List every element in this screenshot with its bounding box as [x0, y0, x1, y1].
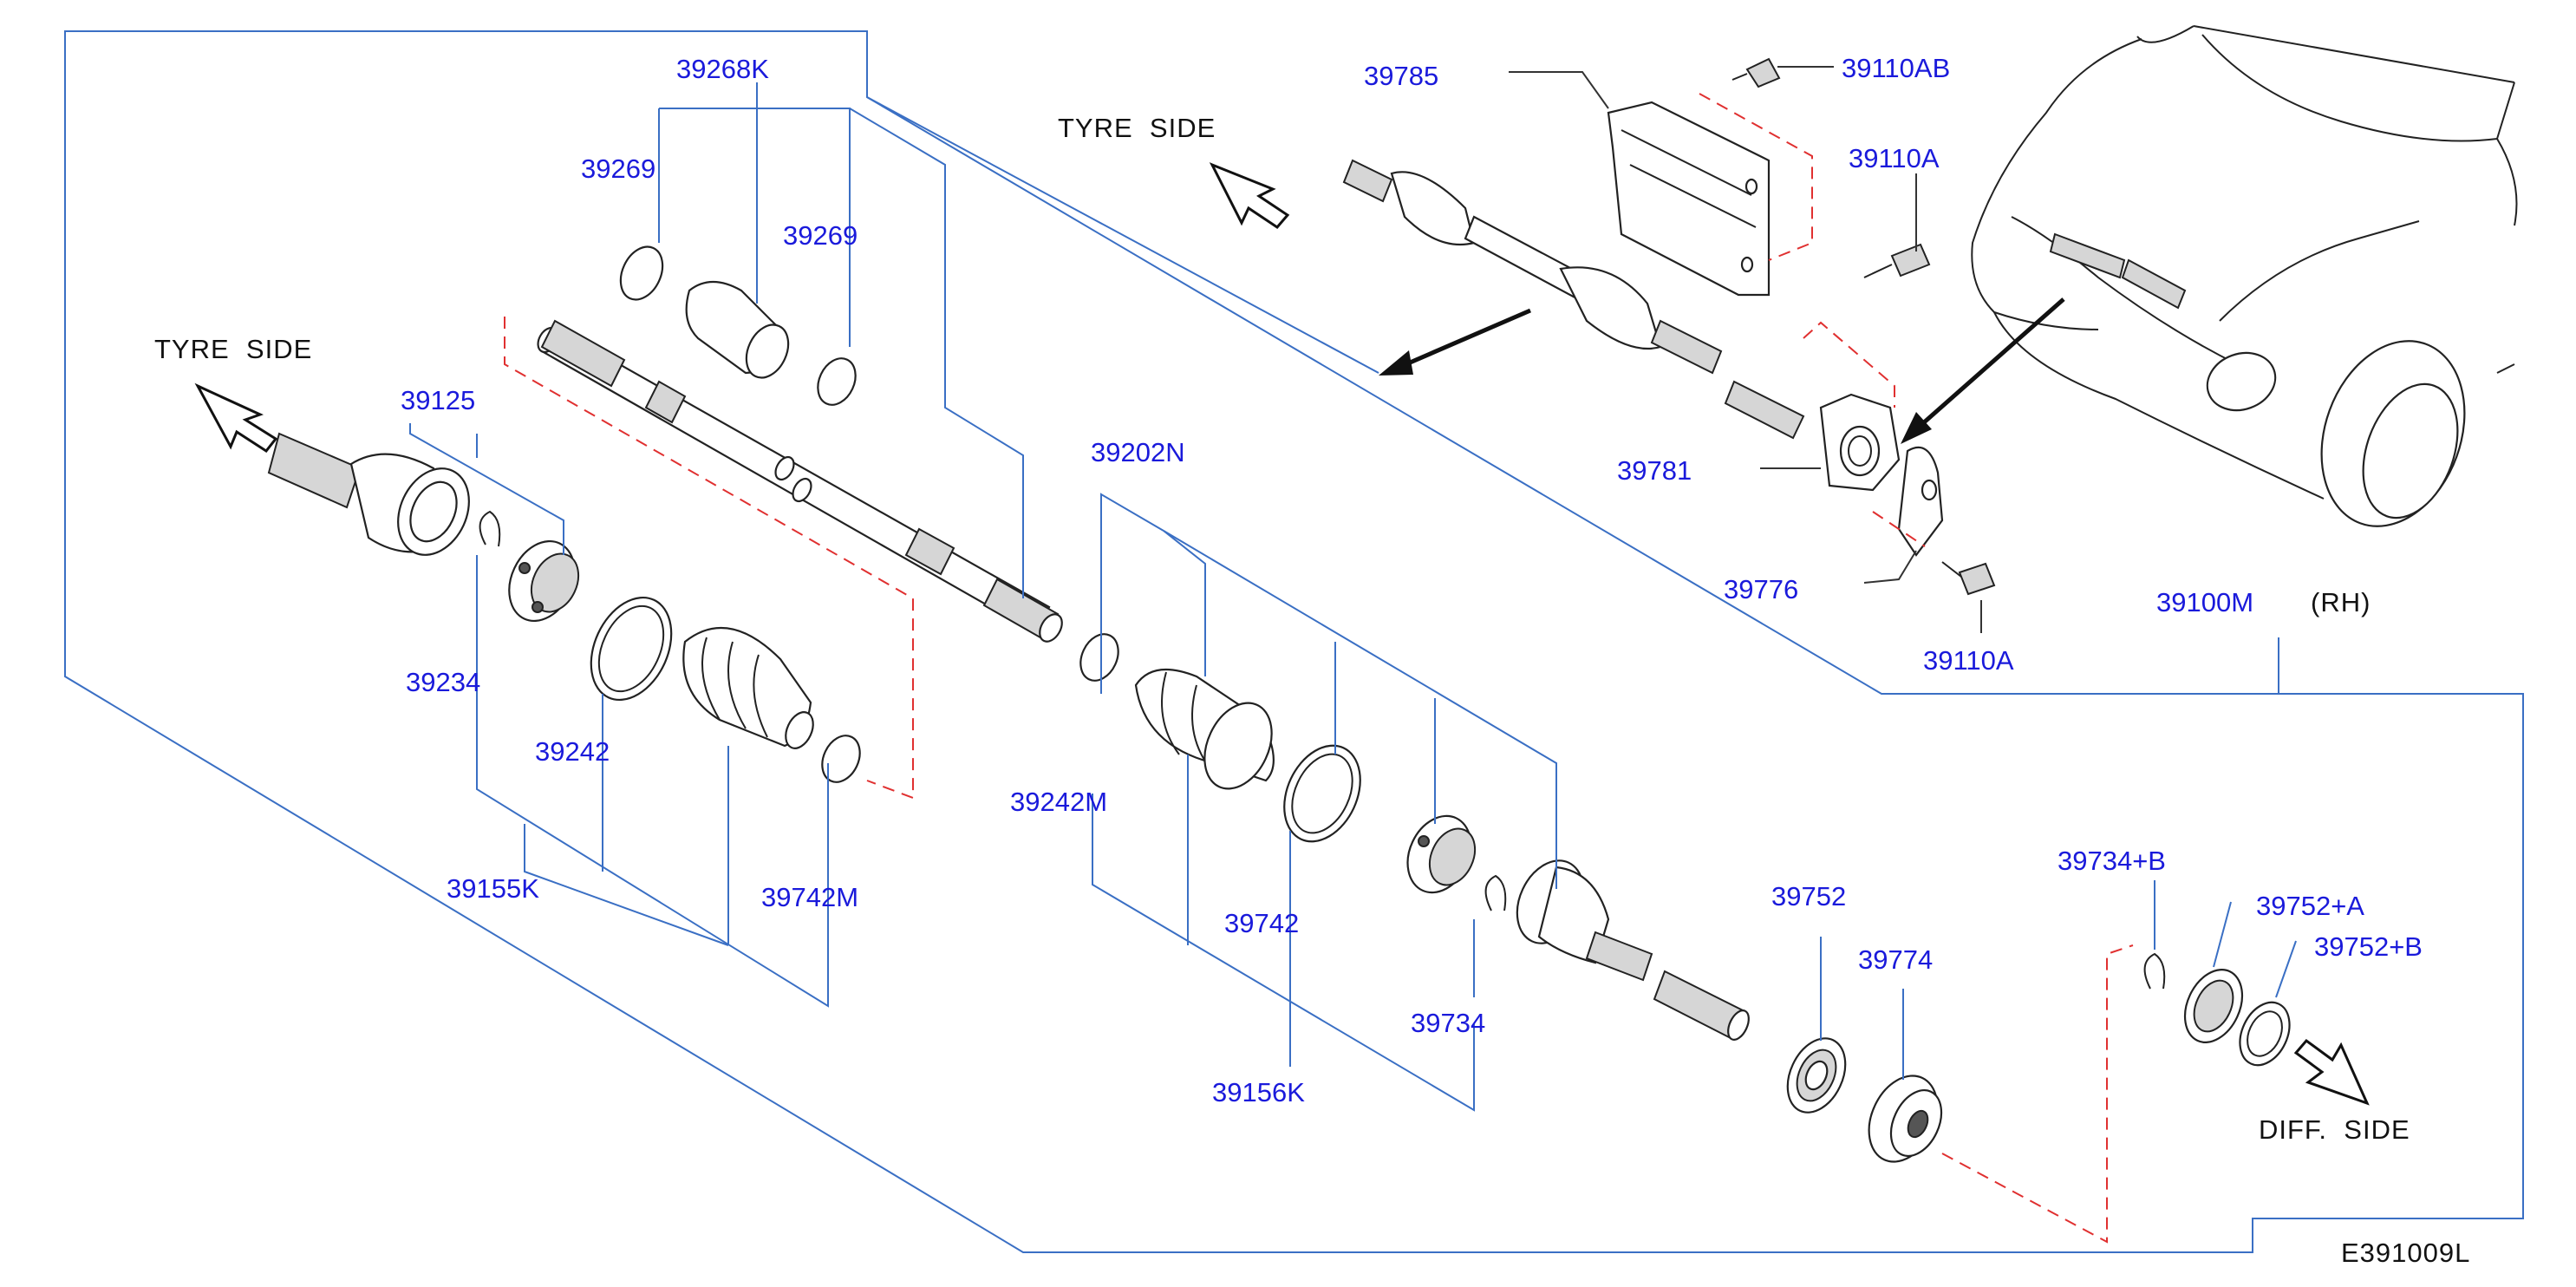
label-39110A-top: 39110A [1849, 143, 1940, 173]
diff-side-arrow-icon [2293, 1038, 2370, 1106]
diff-side-label: DIFF. SIDE [2259, 1114, 2410, 1145]
inner-cage [1406, 814, 1477, 894]
bearing-bracket [1803, 321, 1901, 492]
label-39268K: 39268K [676, 54, 769, 84]
part-labels: 39268K 39269 39269 39125 39234 39242 391… [401, 53, 2423, 1107]
label-39781: 39781 [1617, 455, 1692, 486]
label-39785: 39785 [1364, 61, 1438, 91]
tyre-side-arrow-icon [194, 382, 278, 454]
bearing-leaders [1820, 937, 1904, 1080]
boot-band-large [590, 596, 673, 702]
label-39234: 39234 [406, 667, 480, 697]
upper-kit [619, 245, 857, 406]
heat-shield-bracket [1607, 93, 1813, 297]
label-39110A-bottom: 39110A [1923, 645, 2014, 676]
axle-shaft [537, 319, 1063, 643]
inner-joint-housing [1516, 859, 1653, 982]
snap-ring [479, 510, 501, 547]
assembly-side-label: (RH) [2311, 587, 2371, 617]
label-39742: 39742 [1224, 908, 1299, 938]
outer-boot [682, 626, 814, 749]
joint-cage [508, 539, 580, 623]
inner-stub [1653, 970, 1750, 1041]
label-39774: 39774 [1858, 944, 1933, 975]
diagram-code: E391009L [2341, 1238, 2470, 1268]
inner-snap-band [1079, 633, 1119, 682]
label-39202N: 39202N [1091, 437, 1185, 467]
label-39752B: 39752+B [2314, 931, 2423, 962]
inner-snap-ring [1484, 874, 1507, 911]
label-39242M: 39242M [1010, 787, 1107, 817]
tyre-side-label-left: TYRE SIDE [154, 334, 312, 364]
bearing-39752 [1786, 1037, 1847, 1114]
diff-kit [1941, 880, 2297, 1244]
bolt-39110A-top [1863, 243, 1931, 278]
label-39752: 39752 [1771, 881, 1846, 911]
label-39155K: 39155K [447, 873, 539, 904]
inner-band [1283, 744, 1361, 843]
label-39776: 39776 [1724, 574, 1798, 604]
left-leaders [409, 82, 1024, 1008]
label-39734B: 39734+B [2058, 846, 2166, 876]
top-right-leaders [1509, 66, 1982, 633]
tyre-side-label-right: TYRE SIDE [1058, 113, 1216, 143]
bolt-39110AB [1731, 57, 1781, 88]
label-39734: 39734 [1411, 1008, 1485, 1038]
label-39100M: 39100M [2156, 587, 2253, 617]
vehicle-outline-icon [1971, 25, 2518, 527]
upper-drive-shaft [1342, 159, 1805, 440]
label-39125: 39125 [401, 385, 475, 415]
label-39752A: 39752+A [2256, 891, 2364, 921]
assembly-frame [64, 30, 2524, 1253]
label-39269-right: 39269 [783, 220, 858, 251]
label-39110AB: 39110AB [1842, 53, 1950, 83]
tyre-side-arrow-icon [1209, 162, 1290, 229]
label-39156K: 39156K [1212, 1077, 1305, 1107]
inner-boot [1134, 668, 1275, 790]
label-39742M: 39742M [761, 882, 858, 912]
support-bracket [1872, 446, 1944, 557]
middle-leaders [1092, 493, 1557, 1112]
note-labels: TYRE SIDE TYRE SIDE DIFF. SIDE (RH) E391… [154, 113, 2470, 1268]
boot-band-small [821, 735, 861, 783]
reference-arrows [1379, 297, 2065, 444]
bearing-39774 [1868, 1075, 1943, 1163]
label-39242: 39242 [535, 736, 610, 767]
bolt-39110A-bottom [1941, 561, 1996, 596]
label-39269-left: 39269 [581, 154, 655, 184]
outer-joint [267, 432, 470, 556]
